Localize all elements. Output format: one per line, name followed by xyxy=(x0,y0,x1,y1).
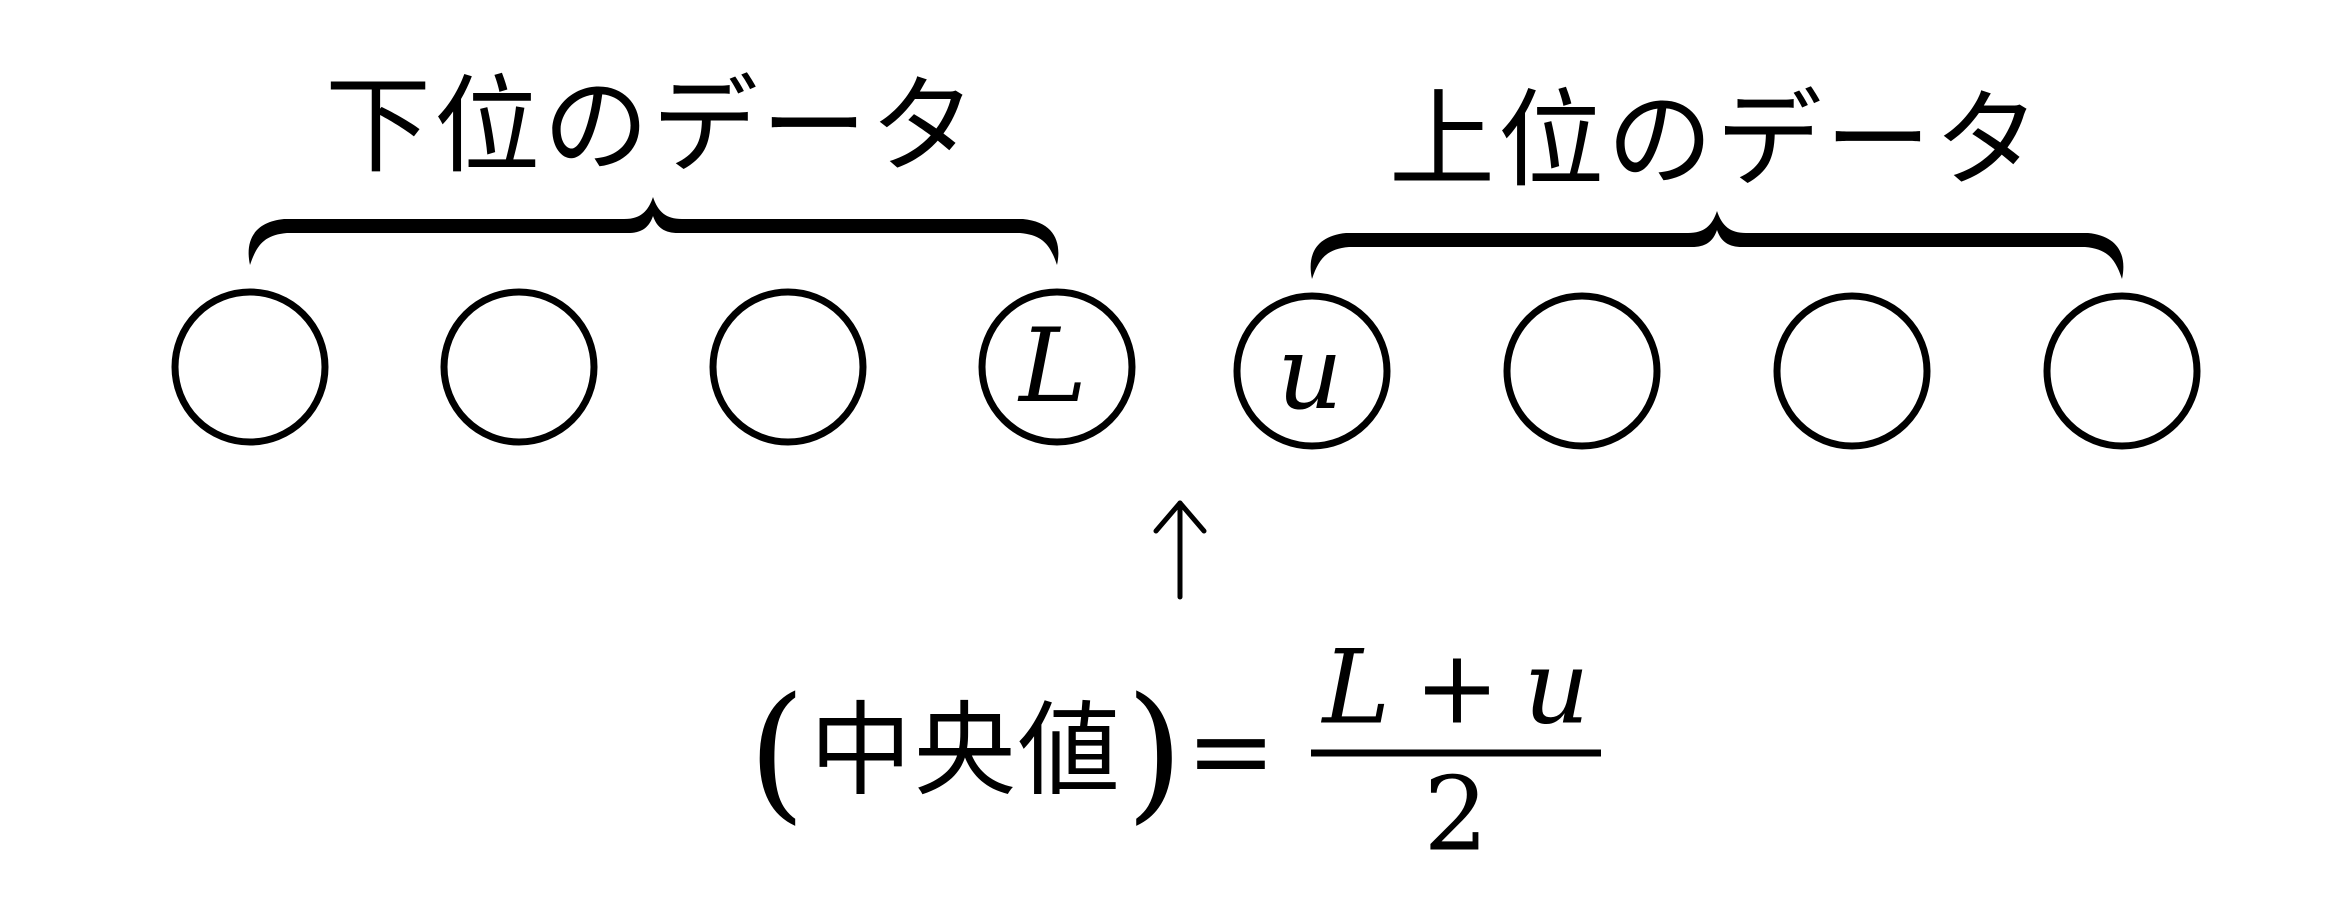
data-circle-1 xyxy=(171,288,329,446)
data-circle-6 xyxy=(1503,292,1661,450)
upper-group-label: 上位のデータ xyxy=(1389,82,2043,200)
numerator-u: u xyxy=(1523,628,1590,748)
data-circle-L xyxy=(978,288,1136,446)
fraction-numerator: L + u xyxy=(1322,628,1590,748)
circle-letter-u: u xyxy=(1277,314,1343,433)
data-circle-8 xyxy=(2043,292,2201,450)
data-circle-7 xyxy=(1773,292,1931,450)
lower-group-label: 下位のデータ xyxy=(325,68,979,186)
equals-sign: = xyxy=(1185,689,1277,814)
fraction-bar xyxy=(1311,749,1601,757)
fraction-denominator: 2 xyxy=(1423,755,1489,875)
open-paren: ( xyxy=(748,665,806,838)
circle-letter-L: L xyxy=(1019,307,1087,426)
up-arrow xyxy=(1153,500,1207,600)
data-circle-u xyxy=(1233,292,1391,450)
data-circle-2 xyxy=(440,288,598,446)
median-formula-lhs: ( 中央値 ) xyxy=(748,665,1184,838)
median-fraction: L + u 2 xyxy=(1311,628,1601,875)
plus-sign: + xyxy=(1414,628,1500,748)
close-paren: ) xyxy=(1125,665,1184,838)
lower-group-brace xyxy=(248,197,1059,265)
upper-group-brace xyxy=(1310,211,2124,279)
median-term: 中央値 xyxy=(809,691,1122,811)
numerator-L: L xyxy=(1322,628,1391,748)
data-circle-3 xyxy=(709,288,867,446)
